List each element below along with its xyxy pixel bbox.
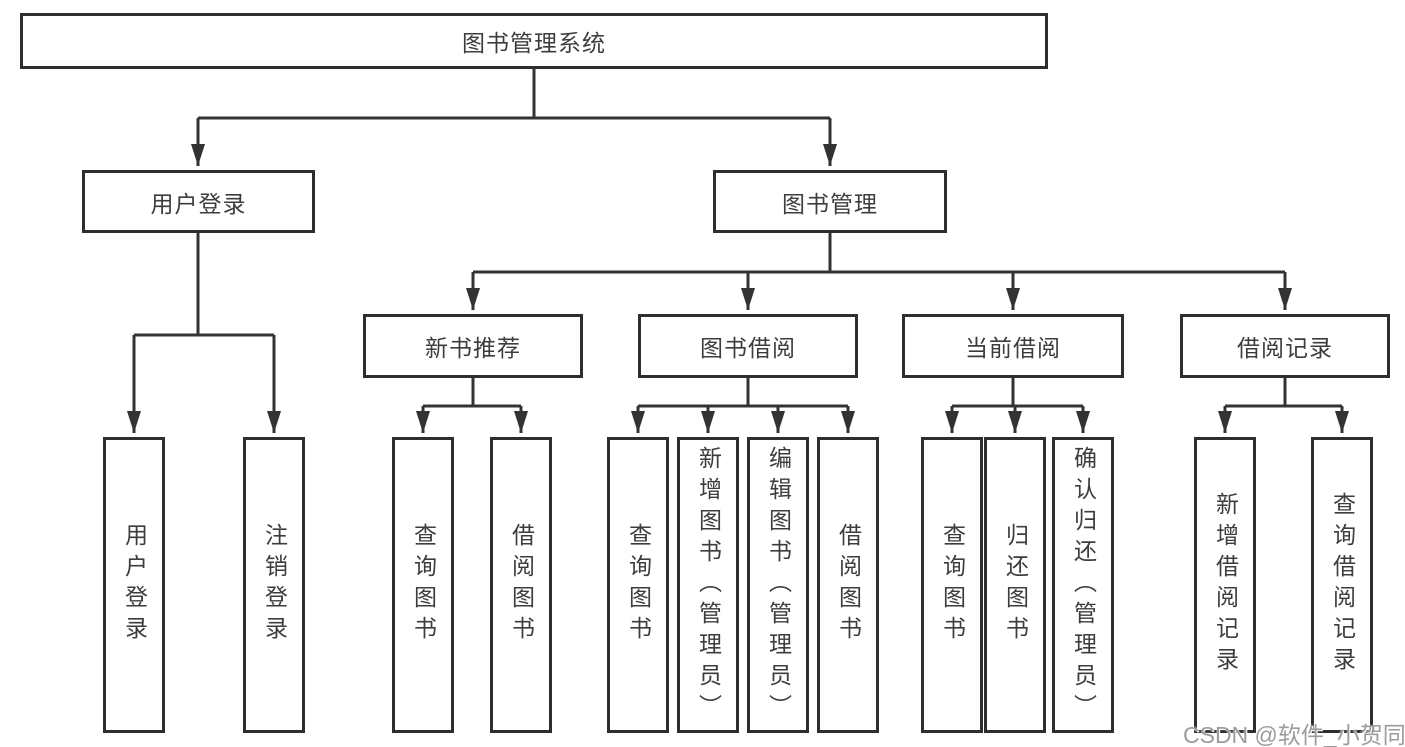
- leaf-newbook-borrow-books-label: 借阅图书: [508, 523, 535, 647]
- leaf-current-query-books: 查询图书: [921, 437, 983, 733]
- leaf-current-return-books-label: 归还图书: [1002, 523, 1029, 647]
- leaf-newbook-query-books: 查询图书: [392, 437, 454, 733]
- node-current-borrow: 当前借阅: [902, 314, 1124, 378]
- leaf-borrow-query-books: 查询图书: [607, 437, 669, 733]
- leaf-records-add-record-label: 新增借阅记录: [1212, 492, 1239, 678]
- node-user-login: 用户登录: [82, 170, 315, 233]
- node-book-borrow: 图书借阅: [638, 314, 858, 378]
- csdn-watermark: CSDN @软件_小贺同学: [1183, 722, 1405, 747]
- leaf-logout: 注销登录: [243, 437, 305, 733]
- leaf-newbook-query-books-label: 查询图书: [410, 523, 437, 647]
- leaf-borrow-add-books-admin-label: 新增图书（管理员）: [695, 445, 722, 725]
- leaf-user-login-label: 用户登录: [121, 523, 148, 647]
- leaf-borrow-edit-books-admin-label: 编辑图书（管理员）: [765, 445, 792, 725]
- leaf-borrow-add-books-admin: 新增图书（管理员）: [677, 437, 739, 733]
- leaf-current-confirm-return-admin: 确认归还（管理员）: [1052, 437, 1114, 733]
- leaf-borrow-query-books-label: 查询图书: [625, 523, 652, 647]
- leaf-borrow-edit-books-admin: 编辑图书（管理员）: [747, 437, 809, 733]
- node-book-management-label: 图书管理: [782, 190, 878, 217]
- leaf-logout-label: 注销登录: [261, 523, 288, 647]
- node-new-book-recommend-label: 新书推荐: [425, 335, 521, 361]
- leaf-current-confirm-return-admin-label: 确认归还（管理员）: [1070, 445, 1097, 725]
- leaf-records-query-record: 查询借阅记录: [1311, 437, 1373, 733]
- node-user-login-label: 用户登录: [150, 190, 247, 217]
- leaf-current-query-books-label: 查询图书: [939, 523, 966, 647]
- leaf-current-return-books: 归还图书: [984, 437, 1046, 733]
- leaf-borrow-borrow-books: 借阅图书: [817, 437, 879, 733]
- node-book-borrow-label: 图书借阅: [700, 335, 796, 361]
- node-borrow-records-label: 借阅记录: [1237, 335, 1333, 361]
- leaf-records-add-record: 新增借阅记录: [1194, 437, 1256, 733]
- node-library-system-label: 图书管理系统: [462, 30, 606, 56]
- leaf-user-login: 用户登录: [103, 437, 165, 733]
- node-borrow-records: 借阅记录: [1180, 314, 1390, 378]
- leaf-newbook-borrow-books: 借阅图书: [490, 437, 552, 733]
- node-library-system: 图书管理系统: [20, 13, 1048, 69]
- node-new-book-recommend: 新书推荐: [363, 314, 583, 378]
- node-current-borrow-label: 当前借阅: [965, 335, 1061, 361]
- leaf-records-query-record-label: 查询借阅记录: [1329, 492, 1356, 678]
- node-book-management: 图书管理: [713, 170, 947, 233]
- leaf-borrow-borrow-books-label: 借阅图书: [835, 523, 862, 647]
